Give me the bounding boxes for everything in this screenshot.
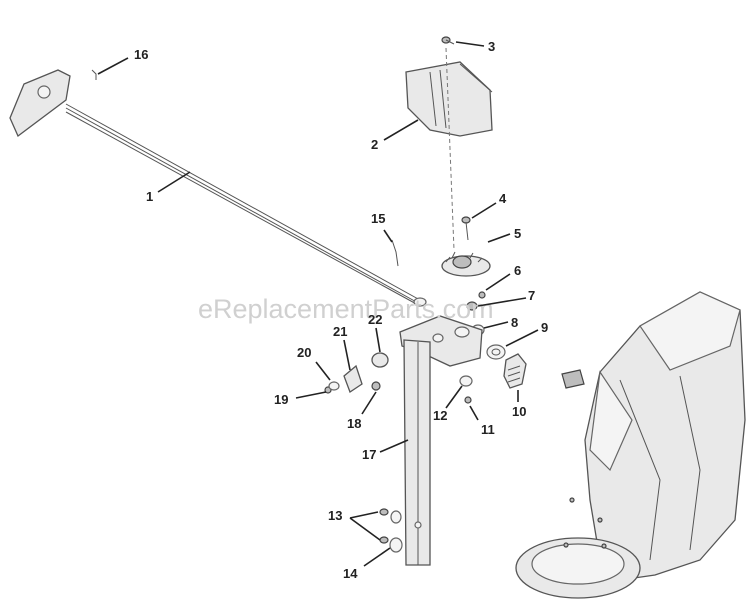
callout-7: 7 (528, 288, 535, 303)
screw-part-top (441, 36, 455, 45)
ring-part-9 (486, 344, 506, 360)
discharge-chute-part (515, 291, 746, 599)
callout-22: 22 (368, 312, 382, 327)
callout-5: 5 (514, 226, 521, 241)
callout-18: 18 (347, 416, 361, 431)
callout-15: 15 (371, 211, 385, 226)
crank-cover-part (405, 61, 493, 137)
callout-4: 4 (499, 191, 507, 206)
leader-lines (97, 41, 539, 567)
callout-1: 1 (146, 189, 153, 204)
callout-3: 3 (488, 39, 495, 54)
nut-part-14 (389, 537, 403, 553)
callout-6: 6 (514, 263, 521, 278)
nut-part-7 (466, 301, 478, 311)
callout-numbers: 1 2 3 4 5 6 7 8 9 10 11 12 13 14 15 16 1… (134, 39, 548, 581)
vertical-shaft-part (403, 339, 431, 566)
clip-part-15 (391, 239, 399, 267)
bushing-part-22 (371, 352, 389, 368)
callout-14: 14 (343, 566, 358, 581)
control-rod-part (9, 69, 427, 307)
callout-17: 17 (362, 447, 376, 462)
callout-13: 13 (328, 508, 342, 523)
lever-part-21 (343, 364, 363, 393)
washer-part-20 (328, 381, 340, 391)
gear-part (441, 251, 491, 277)
callout-21: 21 (333, 324, 347, 339)
callout-11: 11 (481, 422, 495, 437)
nut-part-18 (371, 381, 381, 391)
callout-9: 9 (541, 320, 548, 335)
callout-20: 20 (297, 345, 311, 360)
bolts-part-13 (379, 508, 402, 544)
worm-gear-part (503, 353, 527, 389)
callout-12: 12 (433, 408, 447, 423)
callout-19: 19 (274, 392, 288, 407)
watermark-text: eReplacementParts.com (198, 294, 494, 324)
callout-2: 2 (371, 137, 378, 152)
pin-part-16 (91, 69, 97, 80)
screw-part-11 (464, 396, 472, 404)
washer-part-6 (478, 291, 486, 299)
spacer-part-12 (459, 375, 473, 387)
callout-8: 8 (511, 315, 518, 330)
callout-10: 10 (512, 404, 526, 419)
bolt-part (461, 216, 471, 241)
callout-16: 16 (134, 47, 148, 62)
